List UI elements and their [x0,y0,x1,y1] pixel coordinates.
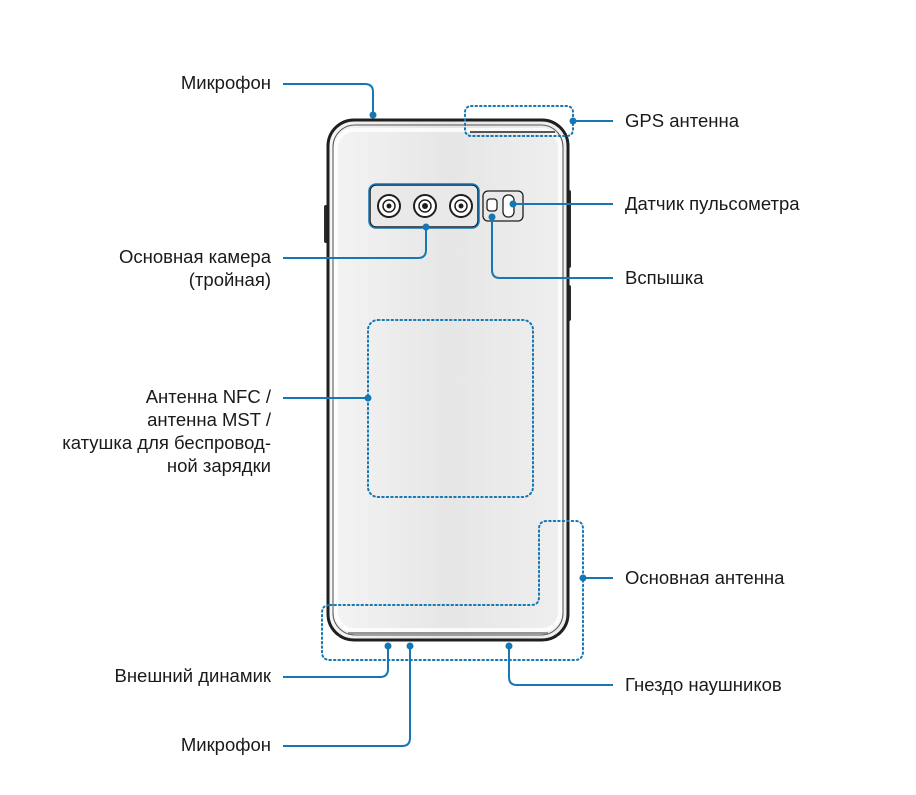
callout-flash [491,216,613,279]
label-heart-rate: Датчик пульсометра [625,193,800,214]
camera-module [368,183,480,229]
label-main-camera-line2: (тройная) [188,269,271,290]
label-main-antenna: Основная антенна [625,567,785,588]
label-mic-bottom: Микрофон [180,734,271,755]
label-nfc-line3: катушка для беспровод- [62,432,271,453]
camera-lens-icon [413,194,437,218]
callout-mic-bottom [283,647,411,747]
label-mic-top: Микрофон [180,72,271,93]
callout-speaker [283,647,389,678]
callout-jack [508,647,613,686]
label-nfc-line4: ной зарядки [166,455,271,476]
main-antenna-area [321,520,584,661]
sensor-module [482,190,524,222]
callout-camera [283,229,427,259]
flash-icon [486,198,498,212]
label-nfc: Антенна NFC / антенна MST / катушка для … [62,385,271,477]
label-flash: Вспышка [625,267,704,288]
callout-lines [283,83,613,747]
label-nfc-line1: Антенна NFC / [145,386,271,407]
label-headphone-jack: Гнездо наушников [625,674,782,695]
label-main-camera-line1: Основная камера [118,246,271,267]
phone-back [326,118,570,642]
camera-lens-icon [377,194,401,218]
label-main-camera: Основная камера (тройная) [119,245,271,291]
nfc-coil-area [367,319,534,498]
label-gps: GPS антенна [625,110,739,131]
callout-mic-top [283,83,374,113]
camera-lens-icon [449,194,473,218]
label-nfc-line2: антенна MST / [147,409,271,430]
label-speaker: Внешний динамик [114,665,272,686]
callout-dots [364,111,587,650]
